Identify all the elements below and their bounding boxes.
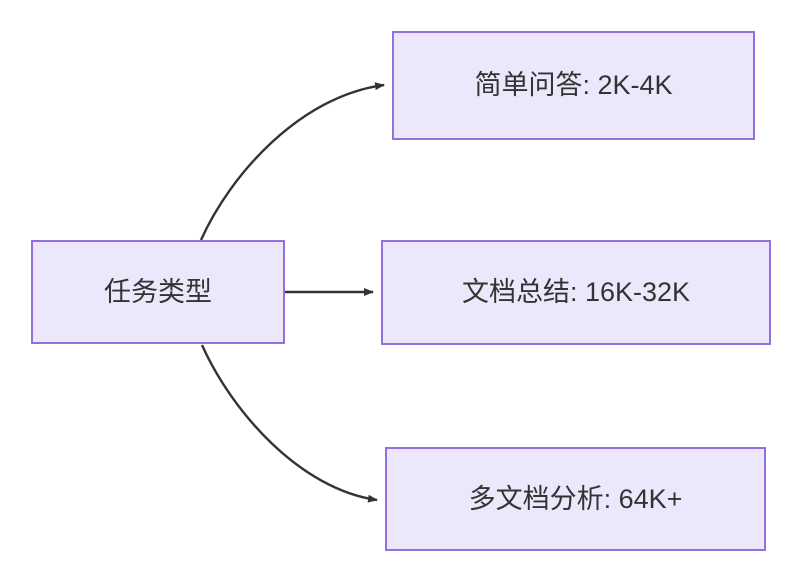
node-label: 多文档分析: 64K+ (468, 483, 683, 514)
node-multi-doc-analysis[interactable]: 多文档分析: 64K+ (385, 447, 766, 551)
node-simple-qa[interactable]: 简单问答: 2K-4K (392, 31, 755, 140)
node-label: 任务类型 (104, 276, 212, 307)
node-task-type[interactable]: 任务类型 (31, 240, 285, 344)
node-doc-summary[interactable]: 文档总结: 16K-32K (381, 240, 771, 345)
node-label: 简单问答: 2K-4K (474, 70, 673, 101)
edge-root-to-multi (200, 344, 378, 503)
edge-root-to-simple (199, 82, 385, 241)
node-label: 文档总结: 16K-32K (461, 277, 691, 308)
